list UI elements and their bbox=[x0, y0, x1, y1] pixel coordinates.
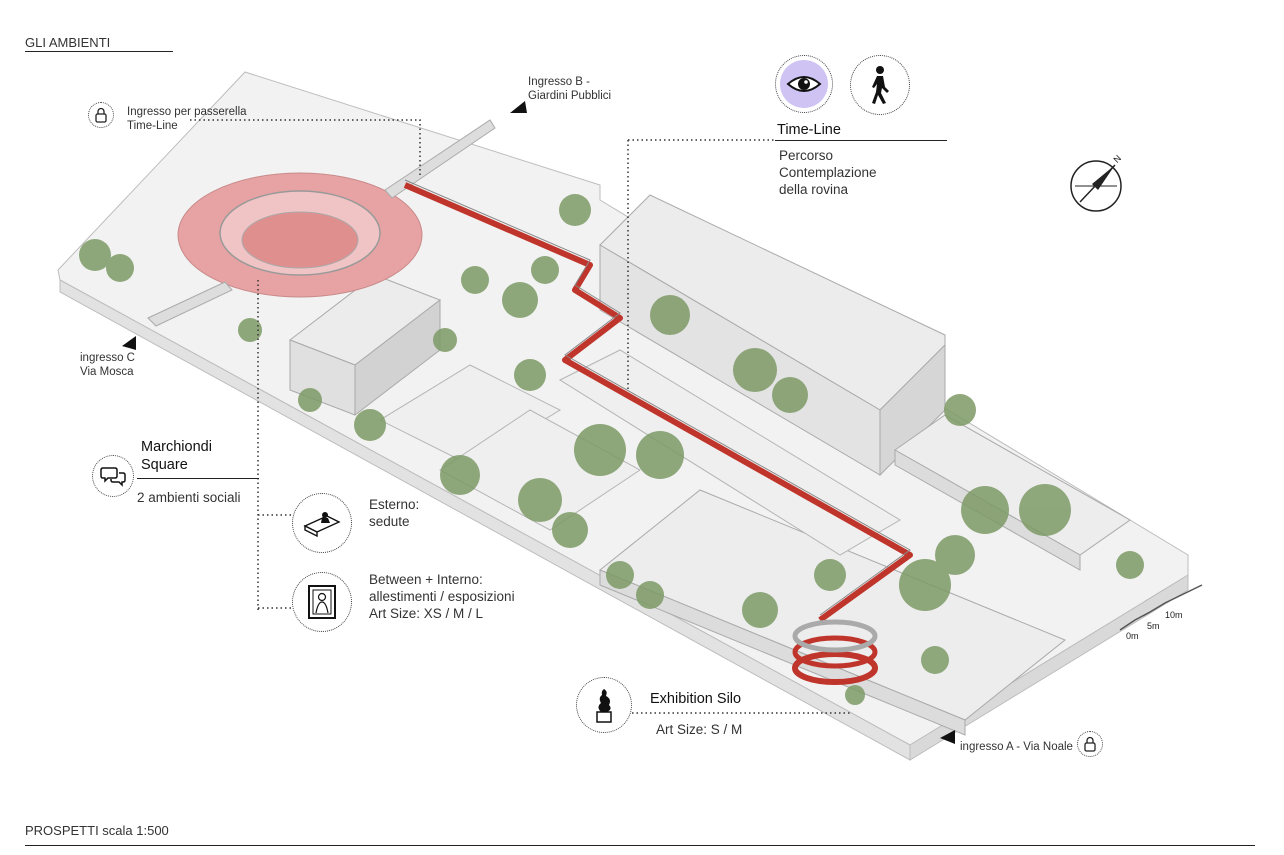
entrance-c-line2: Via Mosca bbox=[80, 366, 134, 378]
silo-ring-3 bbox=[792, 619, 878, 653]
compass-icon bbox=[1070, 160, 1122, 212]
chat-bubbles-icon bbox=[92, 455, 134, 497]
timeline-walkway bbox=[403, 182, 913, 623]
marchiondi-subtitle: 2 ambienti sociali bbox=[137, 490, 241, 505]
trees bbox=[79, 194, 1144, 705]
between-line3: Art Size: XS / M / L bbox=[369, 606, 484, 621]
marchiondi-title-line2: Square bbox=[141, 457, 188, 473]
entrance-b-line2: Giardini Pubblici bbox=[528, 90, 612, 102]
entrance-b-line1: Ingresso B - bbox=[528, 76, 590, 88]
footer-rule bbox=[25, 845, 1255, 846]
entrance-c-label: ingresso C Via Mosca bbox=[80, 351, 135, 379]
arrow-entrance-c bbox=[122, 336, 136, 350]
walking-person-icon bbox=[850, 55, 910, 115]
silo-ring-2 bbox=[792, 635, 878, 669]
esterno-label: Esterno: sedute bbox=[369, 496, 419, 530]
entrance-a-label: ingresso A - Via Noale bbox=[960, 741, 1073, 753]
scale-label-5: 5m bbox=[1147, 621, 1160, 631]
lock-icon bbox=[88, 102, 114, 128]
bench-icon bbox=[292, 493, 352, 553]
timeline-line2: Contemplazione bbox=[779, 165, 877, 180]
framed-painting-icon bbox=[292, 572, 352, 632]
sculpture-icon bbox=[576, 677, 632, 733]
scale-bar bbox=[1119, 584, 1203, 631]
timeline-rule bbox=[775, 140, 947, 141]
pavilion-2 bbox=[439, 409, 641, 531]
arrow-entrance-b bbox=[510, 101, 527, 113]
marchiondi-rule bbox=[137, 478, 259, 479]
walkway-c bbox=[147, 281, 233, 327]
between-line1: Between + Interno: bbox=[369, 572, 483, 587]
plaza-inner bbox=[241, 211, 359, 269]
between-line2: allestimenti / esposizioni bbox=[369, 589, 515, 604]
between-label: Between + Interno: allestimenti / esposi… bbox=[369, 571, 515, 622]
entrance-b-label: Ingresso B - Giardini Pubblici bbox=[528, 75, 611, 103]
timeline-title: Time-Line bbox=[777, 122, 841, 138]
eye-icon bbox=[775, 55, 833, 113]
silo-ring-1 bbox=[792, 651, 878, 685]
timeline-line1: Percorso bbox=[779, 148, 834, 163]
pavilion-1 bbox=[378, 364, 562, 466]
building-lower-front bbox=[599, 569, 966, 736]
esterno-line1: Esterno: bbox=[369, 497, 420, 512]
platform-edge-right bbox=[909, 574, 1189, 761]
scale-label-10: 10m bbox=[1165, 610, 1183, 620]
esterno-line2: sedute bbox=[369, 514, 410, 529]
passerella-line2: Time-Line bbox=[127, 120, 178, 132]
walkway-b bbox=[384, 119, 496, 199]
footer-title: PROSPETTI scala 1:500 bbox=[25, 823, 169, 838]
page-title: GLI AMBIENTI bbox=[25, 35, 111, 50]
silo-title: Exhibition Silo bbox=[650, 691, 742, 707]
passerella-line1: Ingresso per passerella bbox=[127, 106, 247, 118]
timeline-line3: della rovina bbox=[779, 182, 849, 197]
header-rule bbox=[25, 51, 173, 52]
entrance-c-line1: ingresso C bbox=[80, 352, 135, 364]
scale-label-0: 0m bbox=[1126, 631, 1139, 641]
silo-subtitle: Art Size: S / M bbox=[656, 722, 743, 737]
lock-icon-a bbox=[1077, 731, 1103, 757]
timeline-walkway-edge bbox=[404, 179, 911, 616]
arrow-entrance-a bbox=[940, 730, 955, 744]
timeline-description: Percorso Contemplazione della rovina bbox=[779, 147, 877, 198]
entrance-passerella-label: Ingresso per passerella Time-Line bbox=[127, 105, 247, 133]
leader-passerella bbox=[190, 119, 421, 175]
marchiondi-title: Marchiondi Square bbox=[141, 438, 212, 474]
marchiondi-title-line1: Marchiondi bbox=[141, 439, 212, 455]
